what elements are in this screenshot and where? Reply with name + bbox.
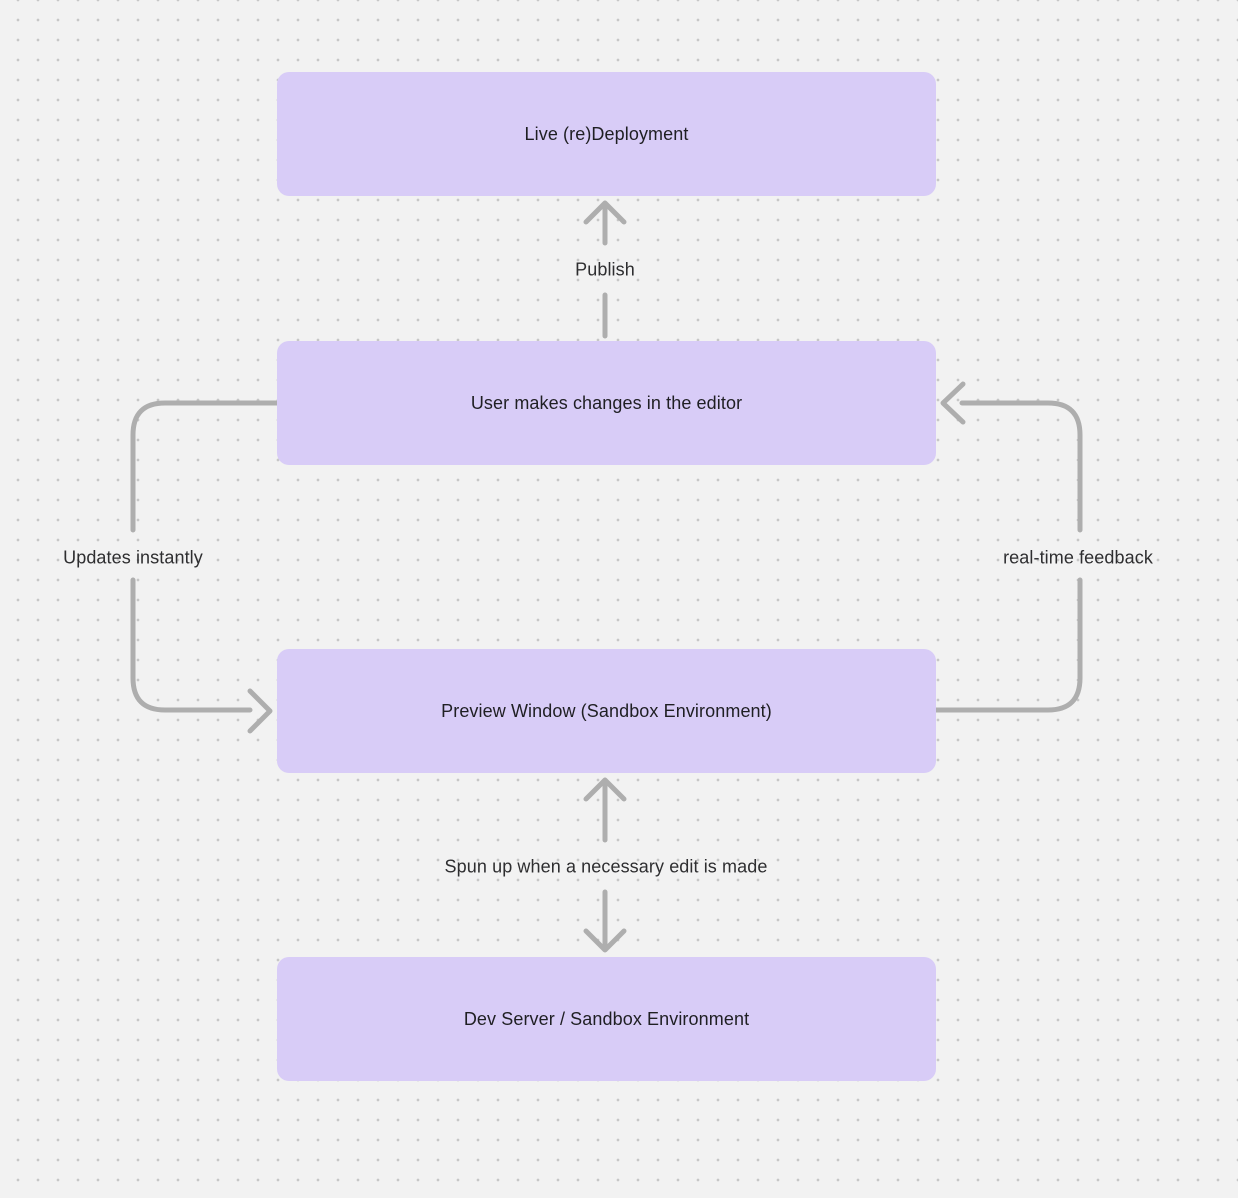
node-label: Preview Window (Sandbox Environment): [441, 700, 772, 721]
node-label: User makes changes in the editor: [470, 392, 743, 413]
arrowhead-right-icon: [247, 688, 273, 734]
node-preview-window: Preview Window (Sandbox Environment): [277, 649, 936, 773]
node-label: Live (re)Deployment: [524, 123, 689, 144]
edge-feedback-line-upper: [959, 400, 1083, 533]
node-live-redeployment: Live (re)Deployment: [277, 72, 936, 196]
arrowhead-down-icon: [583, 928, 627, 953]
arrowhead-up-icon: [583, 777, 627, 802]
edge-label-spun-up: Spun up when a necessary edit is made: [444, 856, 768, 877]
edge-updates-line-lower: [130, 577, 253, 713]
node-label: Dev Server / Sandbox Environment: [463, 1008, 750, 1029]
edge-label-publish: Publish: [575, 259, 635, 280]
arrowhead-up-icon: [583, 200, 627, 225]
edge-label-updates-instantly: Updates instantly: [63, 547, 203, 568]
edge-feedback-line-lower: [933, 577, 1083, 713]
node-dev-server: Dev Server / Sandbox Environment: [277, 957, 936, 1081]
arrowhead-left-icon: [940, 381, 966, 425]
edge-updates-line-upper: [130, 400, 280, 533]
edge-label-real-time-feedback: real-time feedback: [1003, 547, 1153, 568]
node-user-editor: User makes changes in the editor: [277, 341, 936, 465]
